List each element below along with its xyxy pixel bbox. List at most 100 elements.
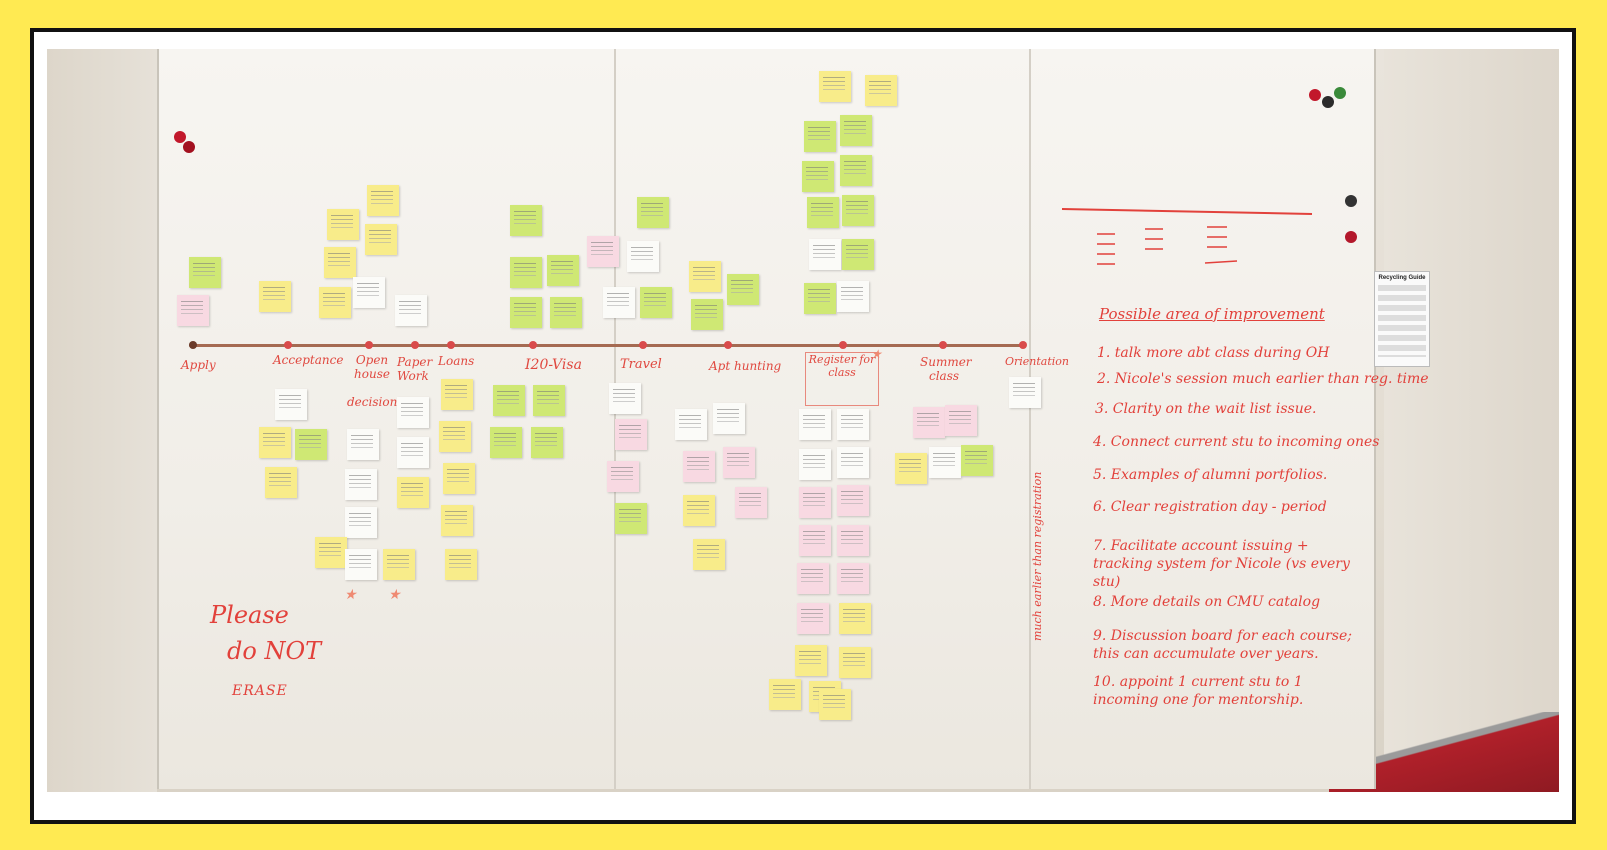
sticky-note <box>837 485 869 516</box>
whiteboard-photo: Apply Acceptance Open house decision Pap… <box>47 49 1559 792</box>
magnet <box>1334 87 1346 99</box>
sticky-note <box>383 549 415 580</box>
sticky-note <box>797 603 829 634</box>
sticky-note <box>842 195 874 226</box>
stage-label: Summer class <box>920 355 972 383</box>
sticky-note <box>809 239 841 270</box>
sticky-note <box>799 487 831 518</box>
sticky-note <box>1009 377 1041 408</box>
improvement-item: 1. talk more abt class during OH <box>1097 345 1330 361</box>
sticky-note <box>443 463 475 494</box>
erase-note-line1: Please <box>210 601 289 629</box>
stage-label: Open house <box>354 353 390 381</box>
sticky-note <box>603 287 635 318</box>
sticky-note <box>397 477 429 508</box>
stage-label: Acceptance <box>273 353 344 367</box>
magnet <box>1345 195 1357 207</box>
sticky-note <box>265 467 297 498</box>
sticky-note <box>689 261 721 292</box>
sticky-note <box>727 274 759 305</box>
sticky-note <box>345 507 377 538</box>
sticky-note <box>804 121 836 152</box>
sticky-note <box>691 299 723 330</box>
sticky-note <box>327 209 359 240</box>
sticky-note <box>797 563 829 594</box>
magnet <box>1309 89 1321 101</box>
sticky-note <box>315 537 347 568</box>
sticky-note <box>837 281 869 312</box>
magnet <box>1322 96 1334 108</box>
sticky-note <box>547 255 579 286</box>
sticky-note <box>723 447 755 478</box>
sticky-note <box>319 287 351 318</box>
improvement-item: 5. Examples of alumni portfolios. <box>1093 467 1328 483</box>
sticky-note <box>259 427 291 458</box>
sticky-note <box>795 645 827 676</box>
journey-timeline <box>189 341 1027 349</box>
photo-frame: Apply Acceptance Open house decision Pap… <box>30 28 1576 824</box>
sticky-note <box>713 403 745 434</box>
sticky-note <box>490 427 522 458</box>
sticky-note <box>531 427 563 458</box>
sticky-note <box>693 539 725 570</box>
sticky-note <box>615 419 647 450</box>
sticky-note <box>345 469 377 500</box>
sticky-note <box>615 503 647 534</box>
improvements-side-note: much earlier than registration <box>1031 471 1044 641</box>
sticky-note <box>819 71 851 102</box>
sticky-note <box>441 505 473 536</box>
board-seam <box>1029 49 1031 789</box>
sticky-note <box>807 197 839 228</box>
improvement-item: 9. Discussion board for each course; thi… <box>1093 628 1352 662</box>
stage-label: decision <box>347 395 398 409</box>
sticky-note <box>510 257 542 288</box>
star-mark: ★ <box>344 587 357 603</box>
sticky-note <box>365 224 397 255</box>
sticky-note <box>177 295 209 326</box>
improvement-item: 4. Connect current stu to incoming ones <box>1093 434 1380 450</box>
magnet <box>174 131 186 143</box>
sticky-note <box>587 236 619 267</box>
improvement-item: 3. Clarity on the wait list issue. <box>1095 401 1317 417</box>
sticky-note <box>324 247 356 278</box>
erase-note-line2: do NOT <box>227 637 322 665</box>
sticky-note <box>837 409 869 440</box>
stage-label: Travel <box>620 357 662 372</box>
timeline-dot <box>724 341 732 349</box>
timeline-sketch <box>1061 208 1313 265</box>
sticky-note <box>445 549 477 580</box>
sticky-note <box>640 287 672 318</box>
sticky-note <box>189 257 221 288</box>
sticky-note <box>945 405 977 436</box>
sticky-note <box>837 525 869 556</box>
stage-label: Apt hunting <box>709 359 782 373</box>
sticky-note <box>769 679 801 710</box>
star-mark: ★ <box>388 587 401 603</box>
stage-label: Loans <box>438 354 475 368</box>
sticky-note <box>929 447 961 478</box>
recycling-guide-title: Recycling Guide <box>1378 275 1426 281</box>
sticky-note <box>439 421 471 452</box>
stage-label: Apply <box>181 358 216 372</box>
sticky-note <box>533 385 565 416</box>
sticky-note <box>353 277 385 308</box>
sticky-note <box>799 449 831 480</box>
sticky-note <box>295 429 327 460</box>
erase-note-line3: ERASE <box>232 683 288 699</box>
improvement-item: 2. Nicole's session much earlier than re… <box>1097 371 1429 387</box>
sticky-note <box>550 297 582 328</box>
timeline-dot <box>529 341 537 349</box>
sticky-note <box>675 409 707 440</box>
sticky-note <box>683 495 715 526</box>
recycling-guide-graphic <box>1378 285 1426 357</box>
sticky-note <box>804 283 836 314</box>
sticky-note <box>397 397 429 428</box>
sticky-note <box>347 429 379 460</box>
sticky-note <box>275 389 307 420</box>
sticky-note <box>345 549 377 580</box>
improvement-item: 8. More details on CMU catalog <box>1093 594 1321 610</box>
sticky-note <box>865 75 897 106</box>
right-wall <box>1384 49 1559 792</box>
sticky-note <box>819 689 851 720</box>
sticky-note <box>607 461 639 492</box>
